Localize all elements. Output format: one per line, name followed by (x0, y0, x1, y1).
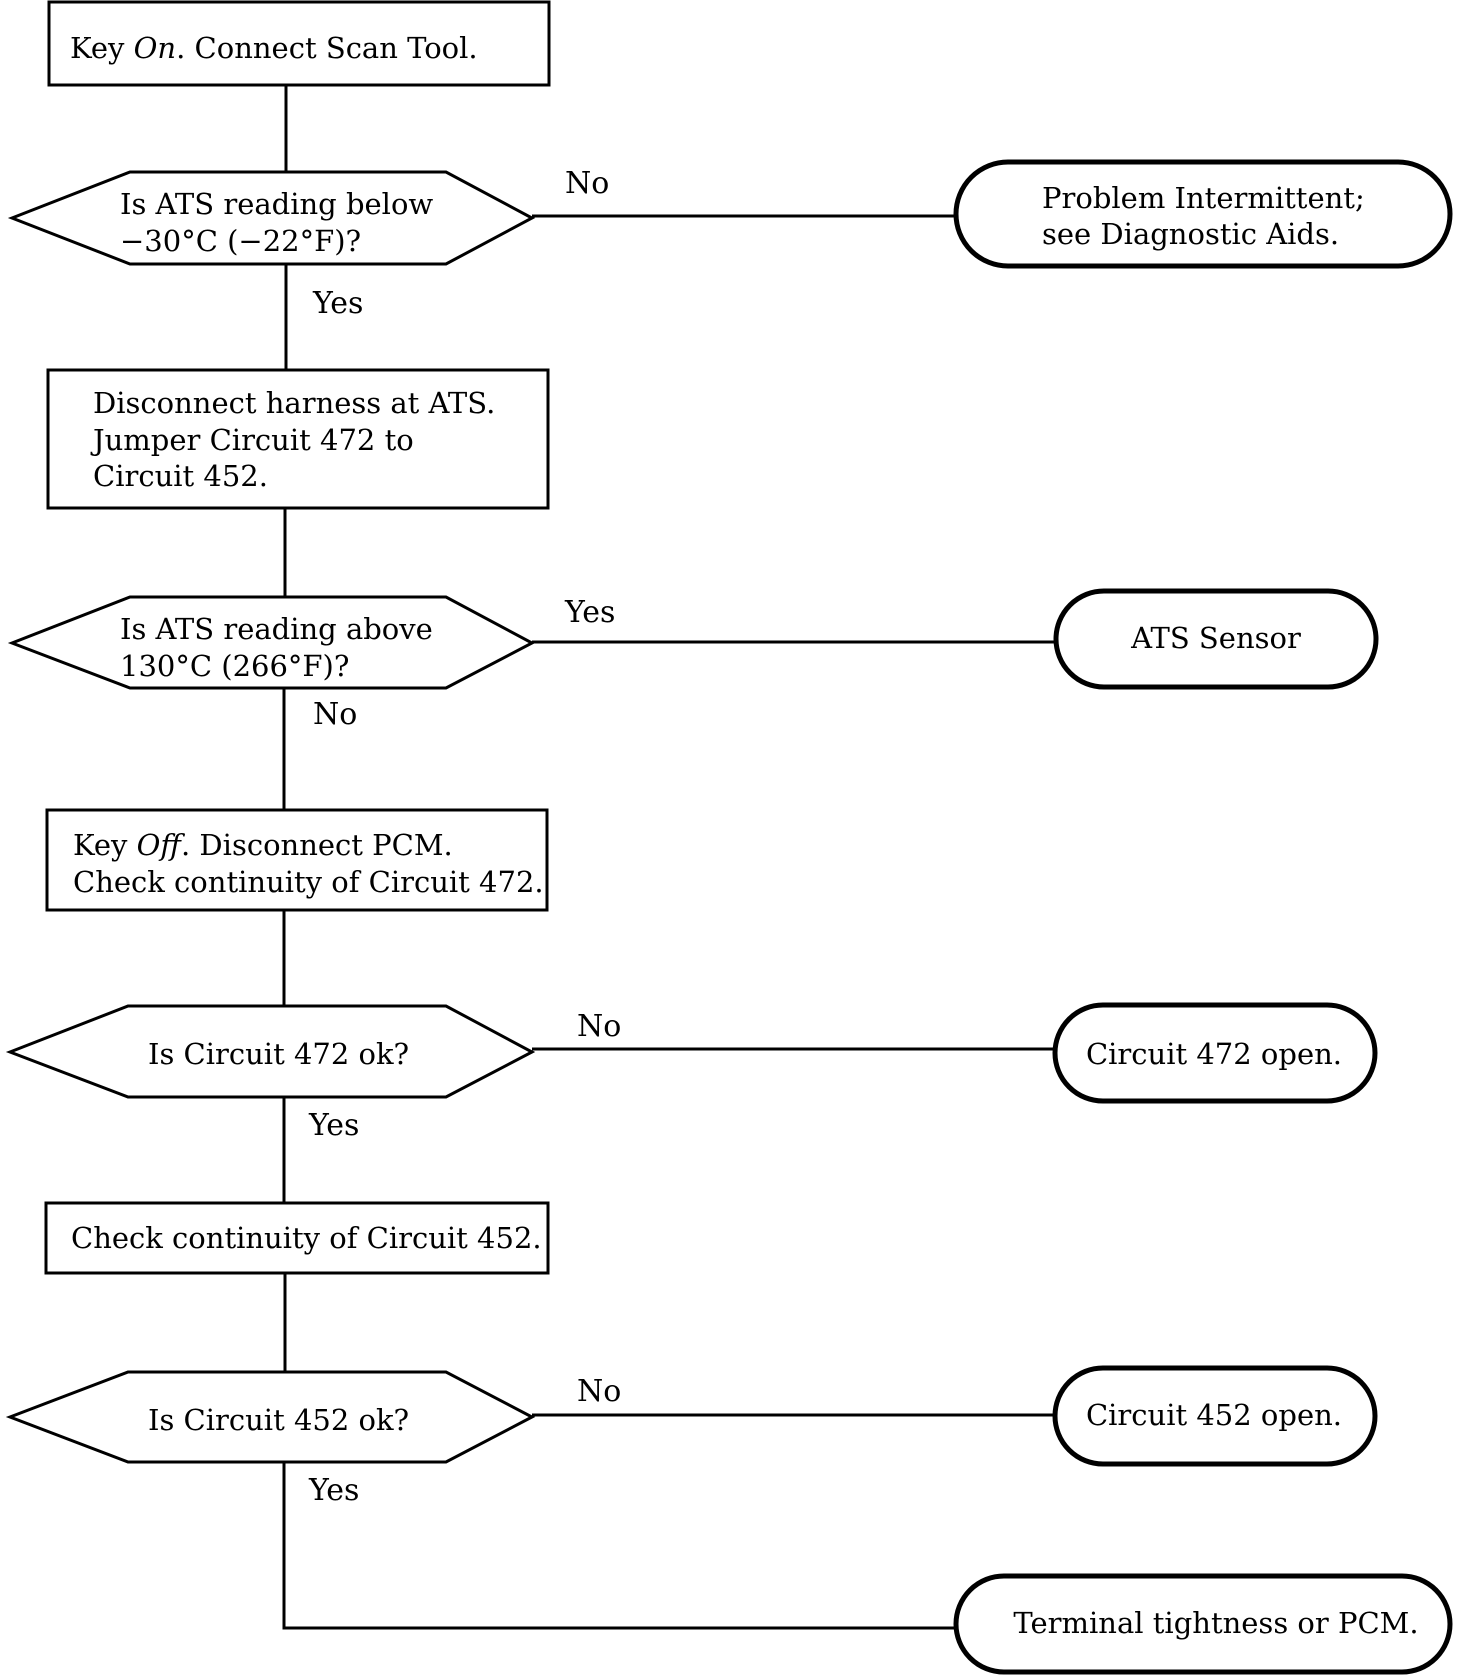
step-disconnect-harness-line1: Disconnect harness at ATS. (93, 386, 495, 420)
connector-decision4-outcome5 (282, 1462, 958, 1630)
decision-ats-above-line1: Is ATS reading above (120, 612, 433, 646)
terminal-oval (1053, 588, 1379, 690)
step-check-circuit-452: Check continuity of Circuit 452. (44, 1201, 550, 1275)
outcome-problem-intermittent-line1: Problem Intermittent; (1042, 181, 1365, 215)
outcome-problem-intermittent: Problem Intermittent; see Diagnostic Aid… (953, 159, 1453, 269)
step-key-on-text: Key On. Connect Scan Tool. (70, 31, 478, 65)
connector-lines (282, 85, 1056, 1630)
step-key-on: Key On. Connect Scan Tool. (47, 0, 551, 87)
process-box (45, 808, 549, 912)
decision-circuit-452-text: Is Circuit 452 ok? (148, 1403, 409, 1437)
terminal-oval (953, 159, 1453, 269)
step-disconnect-harness: Disconnect harness at ATS. Jumper Circui… (46, 368, 550, 510)
outcome-ats-sensor-text: ATS Sensor (1130, 621, 1301, 655)
terminal-oval (953, 1573, 1453, 1675)
outcome-ats-sensor: ATS Sensor (1053, 588, 1379, 690)
step-key-off: Key Off. Disconnect PCM. Check continuit… (45, 808, 549, 912)
decision-circuit-472: Is Circuit 472 ok? (5, 1004, 536, 1099)
decision-ats-above-line2: 130°C (266°F)? (120, 649, 349, 683)
outcome-terminal-tightness-text: Terminal tightness or PCM. (1013, 1606, 1418, 1640)
decision4-yes-label: Yes (308, 1473, 359, 1508)
process-box (46, 368, 550, 510)
decision4-no-label: No (577, 1374, 621, 1409)
decision1-no-label: No (565, 166, 609, 201)
decision-ats-below: Is ATS reading below −30°C (−22°F)? (7, 170, 536, 266)
decision2-yes-label: Yes (564, 595, 615, 630)
step-disconnect-harness-line2: Jumper Circuit 472 to (90, 423, 414, 457)
step-key-off-line1: Key Off. Disconnect PCM. (73, 828, 453, 862)
terminal-oval (1052, 1365, 1378, 1467)
step-key-off-line2: Check continuity of Circuit 472. (73, 865, 544, 899)
decision-hexagon (5, 1370, 536, 1464)
step-disconnect-harness-line3: Circuit 452. (93, 459, 268, 493)
decision-ats-below-line2: −30°C (−22°F)? (120, 224, 361, 258)
decision2-no-label: No (313, 697, 357, 732)
decision-hexagon (7, 170, 536, 266)
outcome-circuit-452-open-text: Circuit 452 open. (1086, 1398, 1342, 1432)
process-box (47, 0, 551, 87)
outcome-circuit-472-open: Circuit 472 open. (1052, 1002, 1378, 1104)
step-check-circuit-452-text: Check continuity of Circuit 452. (71, 1221, 542, 1255)
decision-hexagon (7, 595, 536, 690)
decision1-yes-label: Yes (312, 286, 363, 321)
process-box (44, 1201, 550, 1275)
decision3-yes-label: Yes (308, 1108, 359, 1143)
decision-ats-above: Is ATS reading above 130°C (266°F)? (7, 595, 536, 690)
decision-ats-below-line1: Is ATS reading below (120, 187, 433, 221)
outcome-terminal-tightness: Terminal tightness or PCM. (953, 1573, 1453, 1675)
outcome-problem-intermittent-line2: see Diagnostic Aids. (1042, 217, 1339, 251)
decision-circuit-452: Is Circuit 452 ok? (5, 1370, 536, 1464)
decision3-no-label: No (577, 1009, 621, 1044)
decision-hexagon (5, 1004, 536, 1099)
outcome-circuit-472-open-text: Circuit 472 open. (1086, 1037, 1342, 1071)
decision-circuit-472-text: Is Circuit 472 ok? (148, 1037, 409, 1071)
outcome-circuit-452-open: Circuit 452 open. (1052, 1365, 1378, 1467)
terminal-oval (1052, 1002, 1378, 1104)
